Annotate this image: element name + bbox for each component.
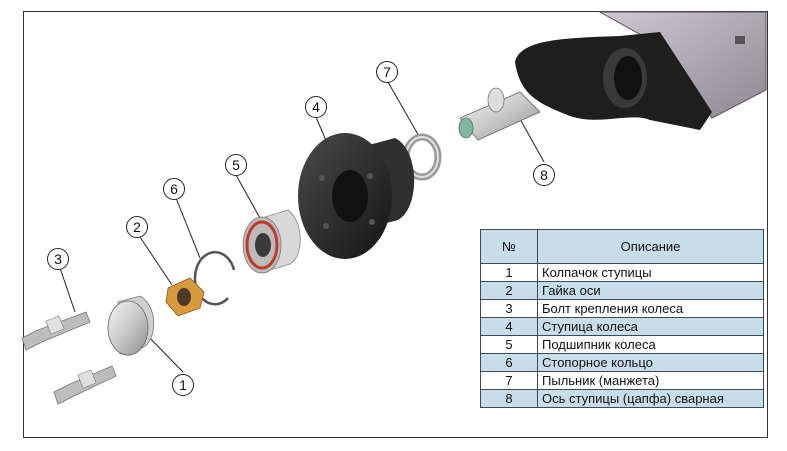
legend-desc: Стопорное кольцо xyxy=(537,353,764,372)
callout-7: 7 xyxy=(376,61,398,83)
legend-desc: Подшипник колеса xyxy=(537,335,764,354)
callout-2: 2 xyxy=(126,216,148,238)
legend-desc: Пыльник (манжета) xyxy=(537,371,764,390)
legend-header-row: № Описание xyxy=(480,229,764,264)
hub-cap-1 xyxy=(107,295,155,356)
legend-desc: Гайка оси xyxy=(537,281,764,300)
table-row: 1 Колпачок ступицы xyxy=(480,263,764,282)
table-row: 6 Стопорное кольцо xyxy=(480,353,764,372)
legend-desc: Колпачок ступицы xyxy=(537,263,764,282)
legend-num: 1 xyxy=(480,263,538,282)
legend-num: 5 xyxy=(480,335,538,354)
wheel-bolts-3 xyxy=(21,311,117,405)
legend-desc: Ось ступицы (цапфа) сварная xyxy=(537,389,764,408)
table-row: 4 Ступица колеса xyxy=(480,317,764,336)
legend-num: 3 xyxy=(480,299,538,318)
callout-1: 1 xyxy=(172,374,194,396)
wheel-hub-4 xyxy=(298,133,415,259)
callout-6: 6 xyxy=(163,178,185,200)
table-row: 5 Подшипник колеса xyxy=(480,335,764,354)
callout-5: 5 xyxy=(225,154,247,176)
axle-spindle-8 xyxy=(458,32,712,141)
legend-num: 4 xyxy=(480,317,538,336)
parts-legend-table: № Описание 1 Колпачок ступицы 2 Гайка ос… xyxy=(480,229,764,408)
legend-header-desc: Описание xyxy=(537,229,764,264)
table-row: 3 Болт крепления колеса xyxy=(480,299,764,318)
legend-desc: Болт крепления колеса xyxy=(537,299,764,318)
retaining-ring-6 xyxy=(193,250,236,306)
legend-num: 8 xyxy=(480,389,538,408)
callout-4: 4 xyxy=(305,96,327,118)
callout-3: 3 xyxy=(47,248,69,270)
legend-desc: Ступица колеса xyxy=(537,317,764,336)
wheel-bearing-5 xyxy=(242,209,301,274)
table-row: 7 Пыльник (манжета) xyxy=(480,371,764,390)
legend-num: 2 xyxy=(480,281,538,300)
legend-num: 6 xyxy=(480,353,538,372)
axle-nut-2 xyxy=(165,277,205,317)
table-row: 8 Ось ступицы (цапфа) сварная xyxy=(480,389,764,408)
legend-num: 7 xyxy=(480,371,538,390)
legend-header-num: № xyxy=(480,229,538,264)
callout-8: 8 xyxy=(533,164,555,186)
table-row: 2 Гайка оси xyxy=(480,281,764,300)
